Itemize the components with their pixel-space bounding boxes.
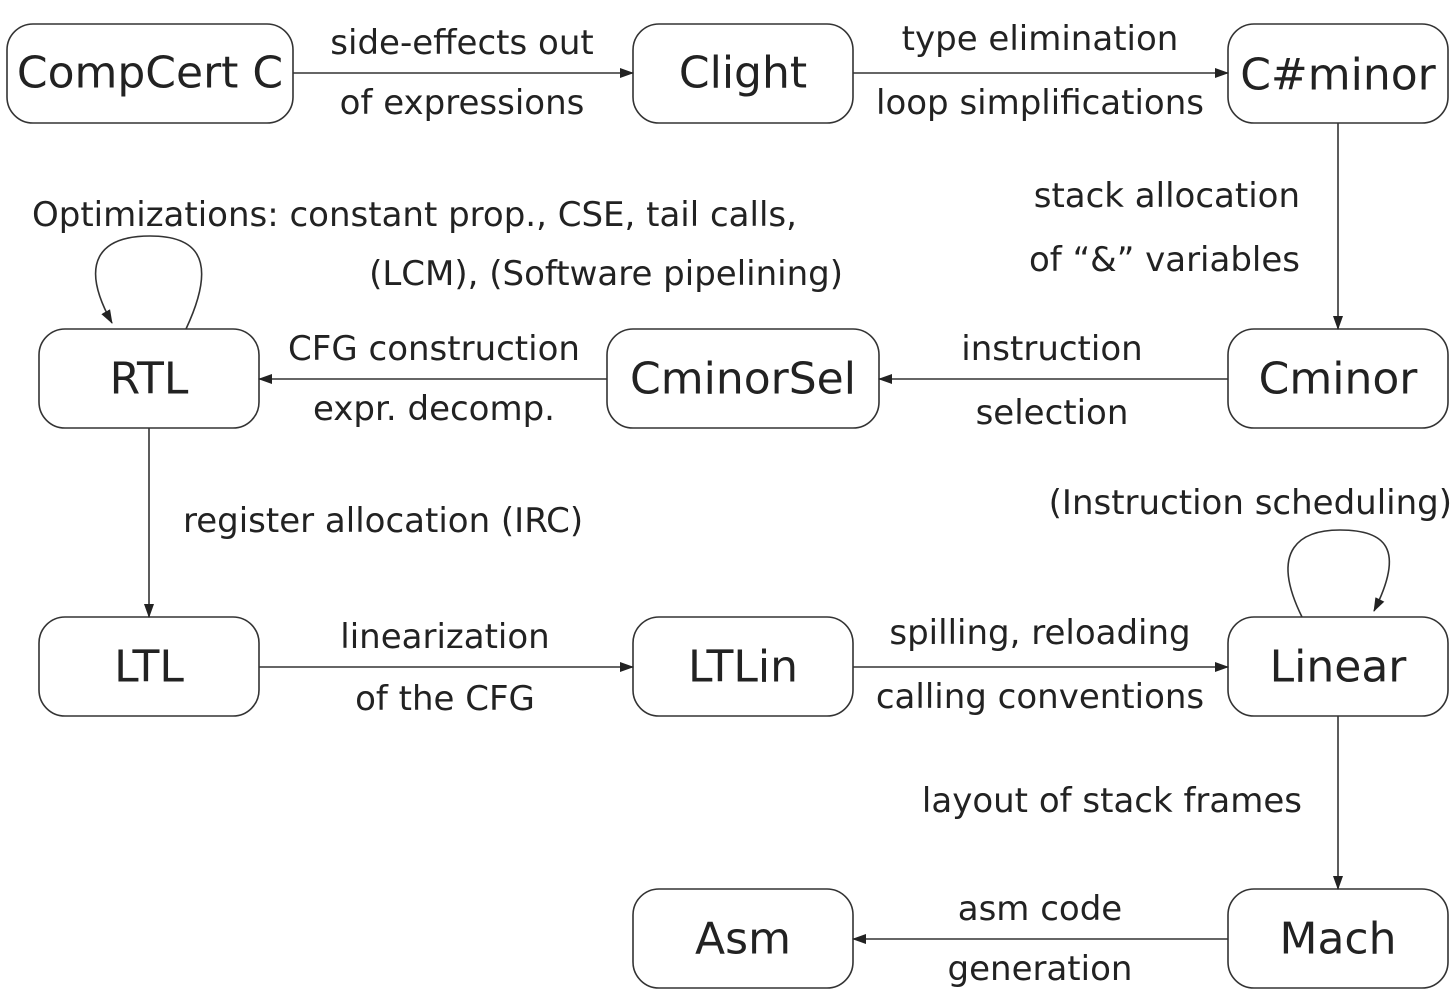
node-compcert-c: CompCert C — [6, 23, 294, 124]
node-cminorsel-label: CminorSel — [630, 354, 856, 405]
edge-rtl-self-loop — [94, 235, 203, 330]
node-ltl: LTL — [38, 616, 260, 717]
edge-label-ltl-to-ltlin-line2: of the CFG — [355, 679, 535, 719]
edge-label-ltl-to-ltlin-line1: linearization — [340, 617, 549, 657]
edge-label-csharpminor-to-cminor-line2: of “&” variables — [1029, 240, 1300, 280]
edge-label-compcert-to-clight-line2: of expressions — [340, 83, 585, 123]
node-linear: Linear — [1227, 616, 1449, 717]
edge-label-clight-to-csharpminor-line2: loop simplifications — [876, 83, 1204, 123]
node-linear-label: Linear — [1270, 642, 1408, 693]
edge-label-rtl-loop-line1: Optimizations: constant prop., CSE, tail… — [32, 195, 797, 235]
node-mach-label: Mach — [1279, 914, 1396, 965]
edge-label-cminor-to-cminorsel-line2: selection — [976, 393, 1129, 433]
node-csharpminor-label: C#minor — [1240, 50, 1436, 101]
edge-label-clight-to-csharpminor-line1: type elimination — [902, 19, 1179, 59]
edge-linear-self-loop — [1287, 529, 1391, 618]
edge-label-compcert-to-clight-line1: side-effects out — [330, 23, 593, 63]
node-cminor-label: Cminor — [1259, 354, 1419, 405]
edge-label-csharpminor-to-cminor-line1: stack allocation — [1034, 176, 1300, 216]
node-clight-label: Clight — [679, 48, 807, 99]
edge-label-linear-loop: (Instruction scheduling) — [1049, 483, 1452, 523]
edge-label-ltlin-to-linear-line2: calling conventions — [876, 677, 1204, 717]
node-ltl-label: LTL — [114, 642, 184, 693]
edge-label-rtl-loop-line2: (LCM), (Software pipelining) — [369, 254, 843, 294]
edge-label-linear-to-mach: layout of stack frames — [922, 781, 1302, 821]
node-csharpminor: C#minor — [1227, 23, 1449, 124]
edge-label-cminorsel-to-rtl-line2: expr. decomp. — [313, 389, 555, 429]
node-cminor: Cminor — [1227, 328, 1449, 429]
node-asm: Asm — [632, 888, 854, 989]
node-asm-label: Asm — [695, 914, 791, 965]
node-clight: Clight — [632, 23, 854, 124]
edge-label-rtl-to-ltl: register allocation (IRC) — [183, 501, 583, 541]
node-mach: Mach — [1227, 888, 1449, 989]
edge-label-ltlin-to-linear-line1: spilling, reloading — [889, 613, 1190, 653]
edge-label-cminorsel-to-rtl-line1: CFG construction — [288, 329, 580, 369]
node-cminorsel: CminorSel — [606, 328, 880, 429]
node-rtl-label: RTL — [110, 354, 189, 405]
edge-label-cminor-to-cminorsel-line1: instruction — [961, 329, 1142, 369]
node-compcert-c-label: CompCert C — [17, 48, 283, 99]
edge-label-mach-to-asm-line2: generation — [948, 949, 1133, 989]
node-ltlin-label: LTLin — [688, 642, 798, 693]
edge-label-mach-to-asm-line1: asm code — [958, 889, 1122, 929]
node-rtl: RTL — [38, 328, 260, 429]
node-ltlin: LTLin — [632, 616, 854, 717]
